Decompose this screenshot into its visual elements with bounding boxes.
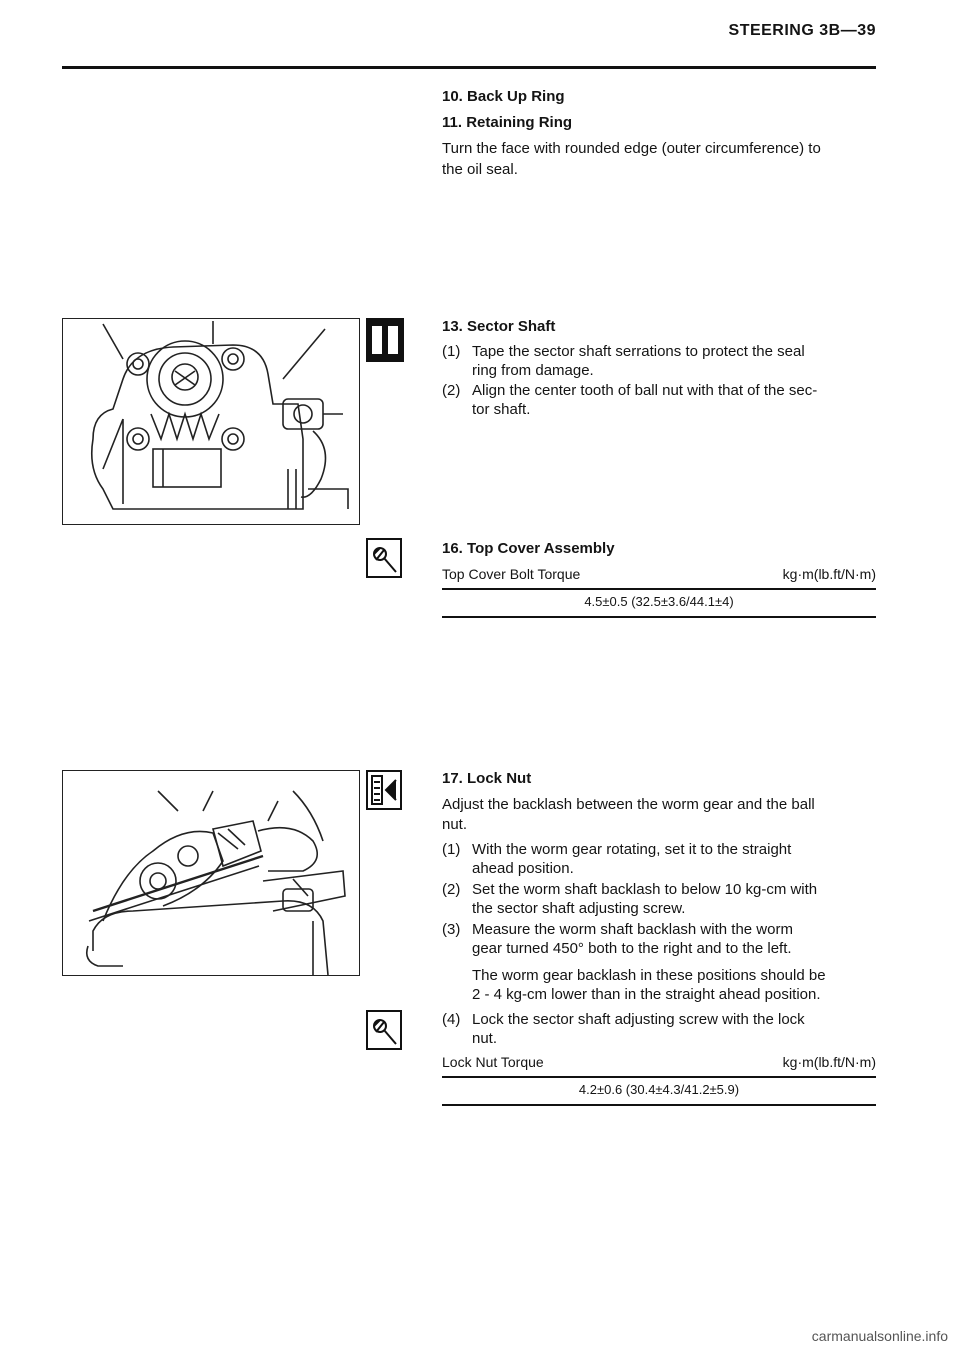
step-number: (3) [442, 921, 461, 938]
step-number: (2) [442, 881, 461, 898]
disassembly-glyph [372, 326, 398, 354]
torque-label: Top Cover Bolt Torque [442, 566, 581, 582]
heading-top-cover-assembly: 16. Top Cover Assembly [442, 540, 615, 557]
torque-table-rule [442, 1076, 876, 1078]
step-text-line-2: gear turned 450° both to the right and t… [472, 940, 792, 957]
retaining-ring-text-2: the oil seal. [442, 161, 518, 178]
step-text-line-2: ring from damage. [472, 362, 594, 379]
adjustment-symbol-icon [366, 770, 402, 810]
step-text-line-1: Measure the worm shaft backlash with the… [472, 921, 793, 938]
lock-nut-step-4: (4) Lock the sector shaft adjusting scre… [442, 1010, 892, 1050]
torque-wrench-icon [366, 538, 402, 578]
sector-shaft-step-2: (2) Align the center tooth of ball nut w… [442, 381, 892, 421]
lock-nut-step-3: (3) Measure the worm shaft backlash with… [442, 920, 892, 960]
watermark: carmanualsonline.info [811, 1328, 948, 1344]
lock-nut-step-1: (1) With the worm gear rotating, set it … [442, 840, 892, 880]
torque-label: Lock Nut Torque [442, 1054, 544, 1070]
lock-nut-torque-value: 4.2±0.6 (30.4±4.3/41.2±5.9) [578, 1082, 740, 1097]
step-number: (1) [442, 343, 461, 360]
torque-table-rule [442, 588, 876, 590]
lock-nut-intro-1: Adjust the backlash between the worm gea… [442, 796, 815, 813]
torque-wrench-glyph [373, 1019, 397, 1045]
step-text-line-1: Lock the sector shaft adjusting screw wi… [472, 1011, 805, 1028]
top-cover-torque-row: Top Cover Bolt Torque kg·m(lb.ft/N·m) [442, 566, 876, 586]
torque-wrench-icon [366, 1010, 402, 1050]
gear-housing-drawing [90, 321, 349, 510]
torque-table-rule-bottom [442, 1104, 876, 1106]
note-line-2: 2 - 4 kg-cm lower than in the straight a… [472, 986, 821, 1003]
step-text-line-2: the sector shaft adjusting screw. [472, 900, 686, 917]
step-text-line-2: ahead position. [472, 860, 574, 877]
note-line-1: The worm gear backlash in these position… [472, 967, 826, 984]
lock-nut-step-2: (2) Set the worm shaft backlash to below… [442, 880, 892, 920]
figure-backlash-measurement [62, 770, 360, 976]
heading-sector-shaft: 13. Sector Shaft [442, 318, 556, 335]
retaining-ring-text-1: Turn the face with rounded edge (outer c… [442, 140, 821, 157]
header-rule [62, 66, 876, 69]
step-number: (4) [442, 1011, 461, 1028]
heading-back-up-ring: 10. Back Up Ring [442, 88, 565, 105]
torque-table-rule-bottom [442, 616, 876, 618]
torque-wrench-glyph [373, 547, 397, 573]
backlash-measurement-drawing [85, 790, 346, 976]
disassembly-symbol-icon [366, 318, 404, 362]
torque-unit: kg·m(lb.ft/N·m) [782, 1054, 876, 1070]
step-number: (2) [442, 382, 461, 399]
step-number: (1) [442, 841, 461, 858]
step-text-line-2: tor shaft. [472, 401, 531, 418]
page-header: STEERING 3B—39 [728, 22, 876, 39]
step-text-line-1: Tape the sector shaft serrations to prot… [472, 343, 805, 360]
step-text-line-1: Set the worm shaft backlash to below 10 … [472, 881, 818, 898]
backlash-note: The worm gear backlash in these position… [472, 966, 892, 1006]
step-text-line-1: With the worm gear rotating, set it to t… [472, 841, 792, 858]
sector-shaft-step-1: (1) Tape the sector shaft serrations to … [442, 342, 892, 382]
step-text-line-1: Align the center tooth of ball nut with … [472, 382, 818, 399]
heading-lock-nut: 17. Lock Nut [442, 770, 532, 787]
torque-unit: kg·m(lb.ft/N·m) [782, 566, 876, 582]
top-cover-torque-value: 4.5±0.5 (32.5±3.6/44.1±4) [584, 594, 734, 609]
figure-sector-shaft-housing [62, 318, 360, 525]
heading-retaining-ring: 11. Retaining Ring [442, 114, 573, 131]
lock-nut-torque-row: Lock Nut Torque kg·m(lb.ft/N·m) [442, 1054, 876, 1074]
lock-nut-intro-2: nut. [442, 816, 468, 833]
adjustment-glyph [371, 775, 397, 805]
step-text-line-2: nut. [472, 1030, 498, 1047]
